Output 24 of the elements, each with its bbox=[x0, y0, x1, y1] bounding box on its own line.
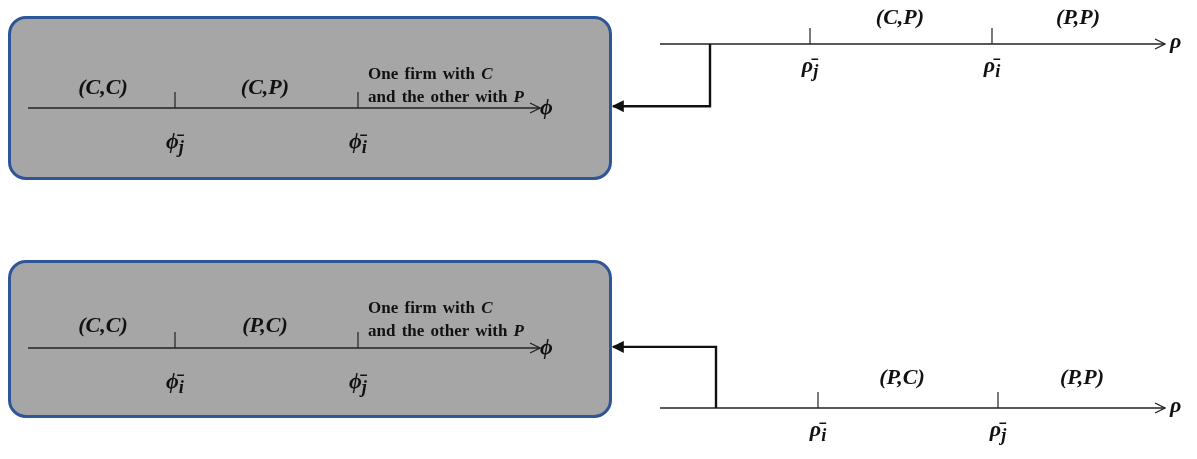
region-label: (P,C) bbox=[879, 364, 925, 390]
threshold-label: ϕ̄$_{i}$ bbox=[166, 368, 184, 400]
rounded-box bbox=[8, 16, 612, 180]
threshold-label: ρ̄$_{i}$ bbox=[983, 52, 1001, 84]
axis-label: ρ bbox=[1170, 392, 1182, 418]
threshold-label: ϕ̄$_{j}$ bbox=[166, 128, 184, 160]
threshold-label: ϕ̄$_{i}$ bbox=[349, 128, 367, 160]
threshold-label: ρ̄$_{i}$ bbox=[809, 416, 827, 448]
threshold-label: ϕ̄$_{j}$ bbox=[349, 368, 367, 400]
region-label: (P,P) bbox=[1059, 364, 1105, 390]
region-label: (C,P) bbox=[240, 74, 290, 100]
axis-label: ϕ bbox=[540, 334, 553, 360]
rounded-box bbox=[8, 260, 612, 418]
region-label: (P,C) bbox=[242, 312, 288, 338]
region-label: (C,C) bbox=[78, 312, 128, 338]
region-label: (C,P) bbox=[875, 4, 925, 30]
arrow bbox=[611, 340, 718, 408]
threshold-label: ρ̄$_{j}$ bbox=[989, 416, 1007, 448]
arrow bbox=[611, 44, 712, 113]
region-label: (C,C) bbox=[78, 74, 128, 100]
axis-label: ρ bbox=[1170, 28, 1182, 54]
threshold-label: ρ̄$_{j}$ bbox=[801, 52, 819, 84]
axis-label: ϕ bbox=[540, 94, 553, 120]
region-label: (P,P) bbox=[1055, 4, 1101, 30]
